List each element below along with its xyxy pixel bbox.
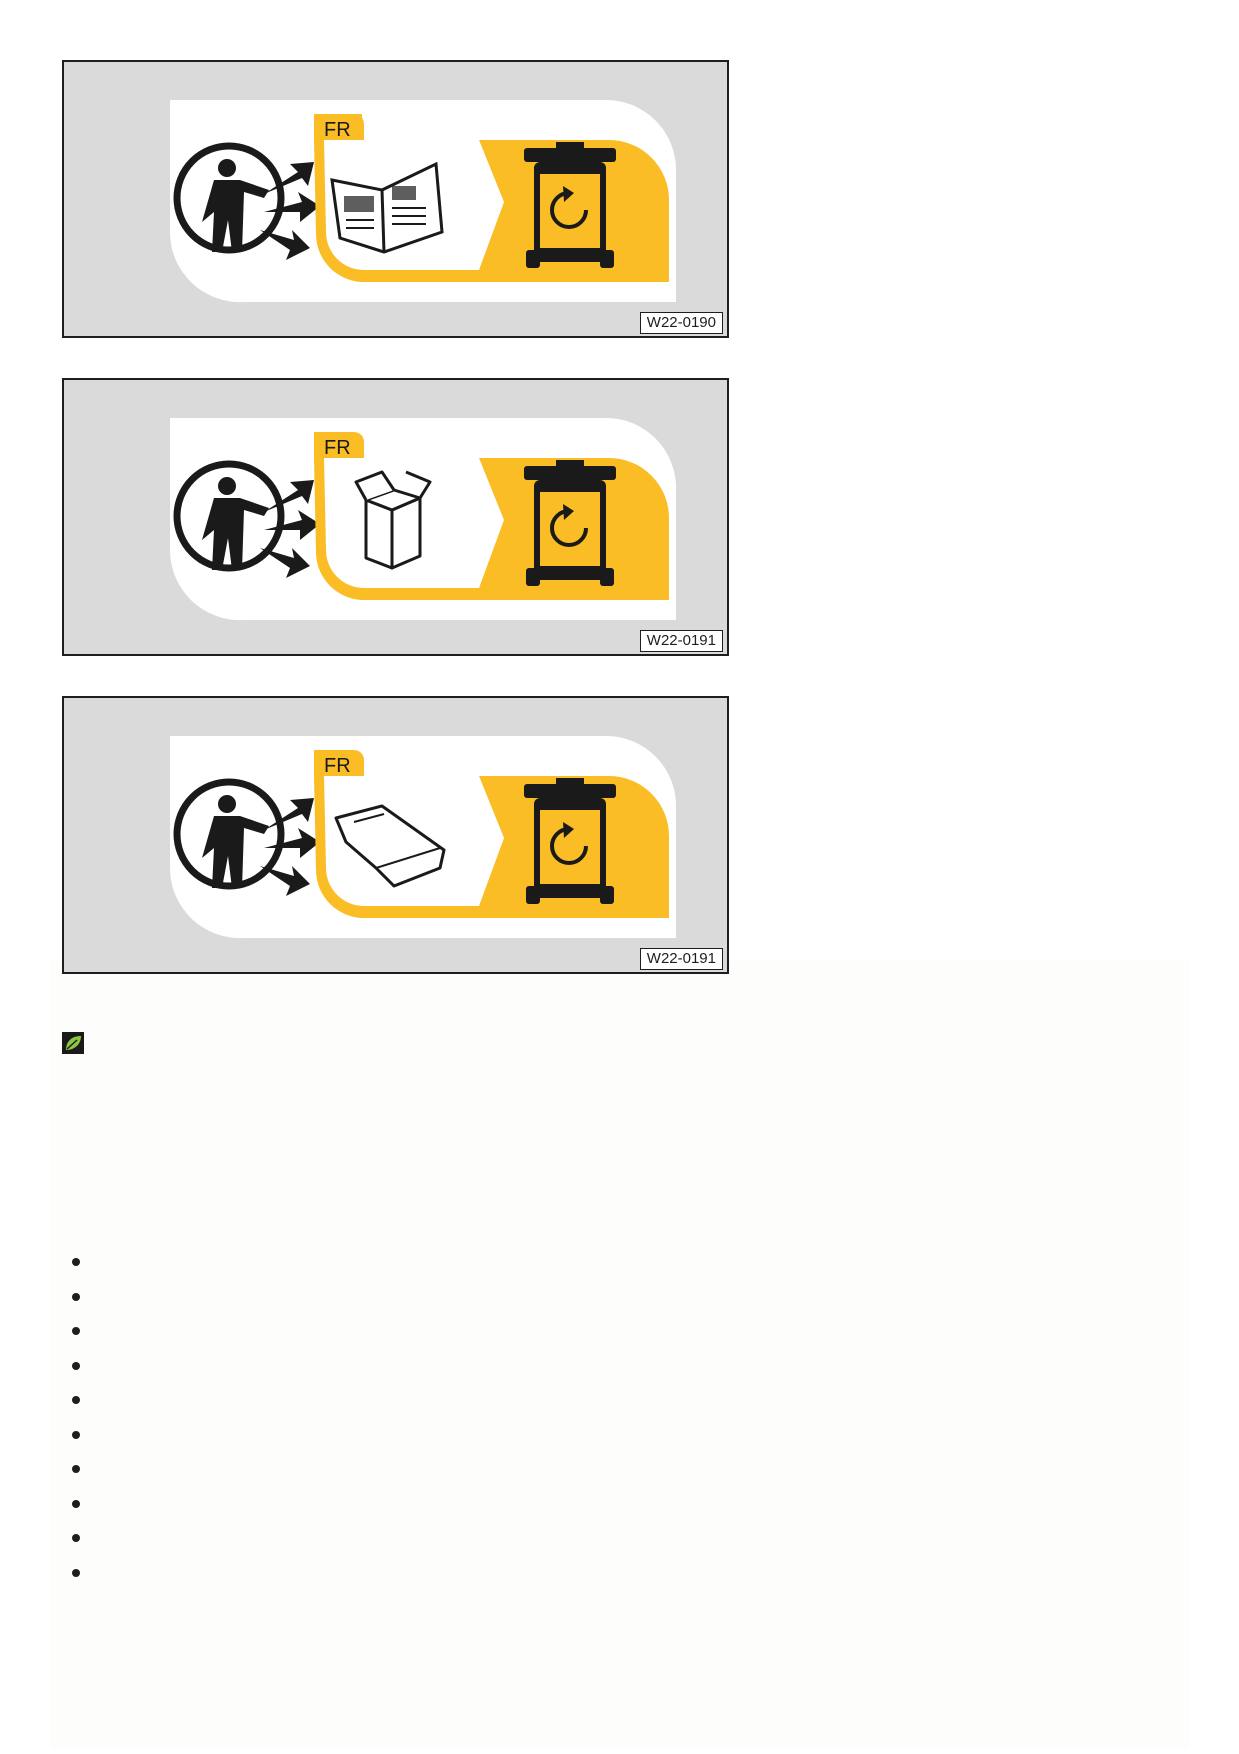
figure-id: W22-0191 <box>639 630 723 652</box>
printed-paper-booklet-icon <box>330 161 444 254</box>
triman-person-icon <box>173 460 320 578</box>
country-code: FR <box>324 437 351 459</box>
list-item <box>72 1499 80 1508</box>
country-code: FR <box>324 755 351 777</box>
triman-person-icon <box>173 142 320 260</box>
figure-id: W22-0190 <box>639 312 723 334</box>
list-item <box>72 1258 80 1266</box>
recycling-bin-icon <box>524 142 616 268</box>
plastic-film-bag-icon <box>334 804 446 888</box>
country-code: FR <box>324 119 351 141</box>
list-item <box>72 1327 80 1335</box>
triman-label-figure-1: FR W22-0190 <box>62 60 729 338</box>
list-item <box>72 1396 80 1404</box>
figure-id: W22-0191 <box>639 948 723 970</box>
cardboard-box-icon <box>354 470 432 570</box>
list-item <box>72 1292 80 1301</box>
list-item <box>72 1361 80 1370</box>
triman-label-2: FR <box>169 417 677 621</box>
triman-label-3: FR <box>169 735 677 939</box>
recycling-bin-icon <box>524 460 616 586</box>
list-item <box>72 1534 80 1542</box>
triman-label-figure-3: FR W22-0191 <box>62 696 729 974</box>
bullet-list <box>72 1258 80 1603</box>
list-item <box>72 1465 80 1473</box>
list-item <box>72 1430 80 1439</box>
recycling-bin-icon <box>524 778 616 904</box>
triman-label-figure-2: FR W22-0191 <box>62 378 729 656</box>
triman-person-icon <box>173 778 320 896</box>
eco-leaf-icon <box>62 1032 84 1054</box>
page-background <box>50 960 1190 1750</box>
list-item <box>72 1568 80 1577</box>
triman-label-1: FR <box>169 99 677 303</box>
